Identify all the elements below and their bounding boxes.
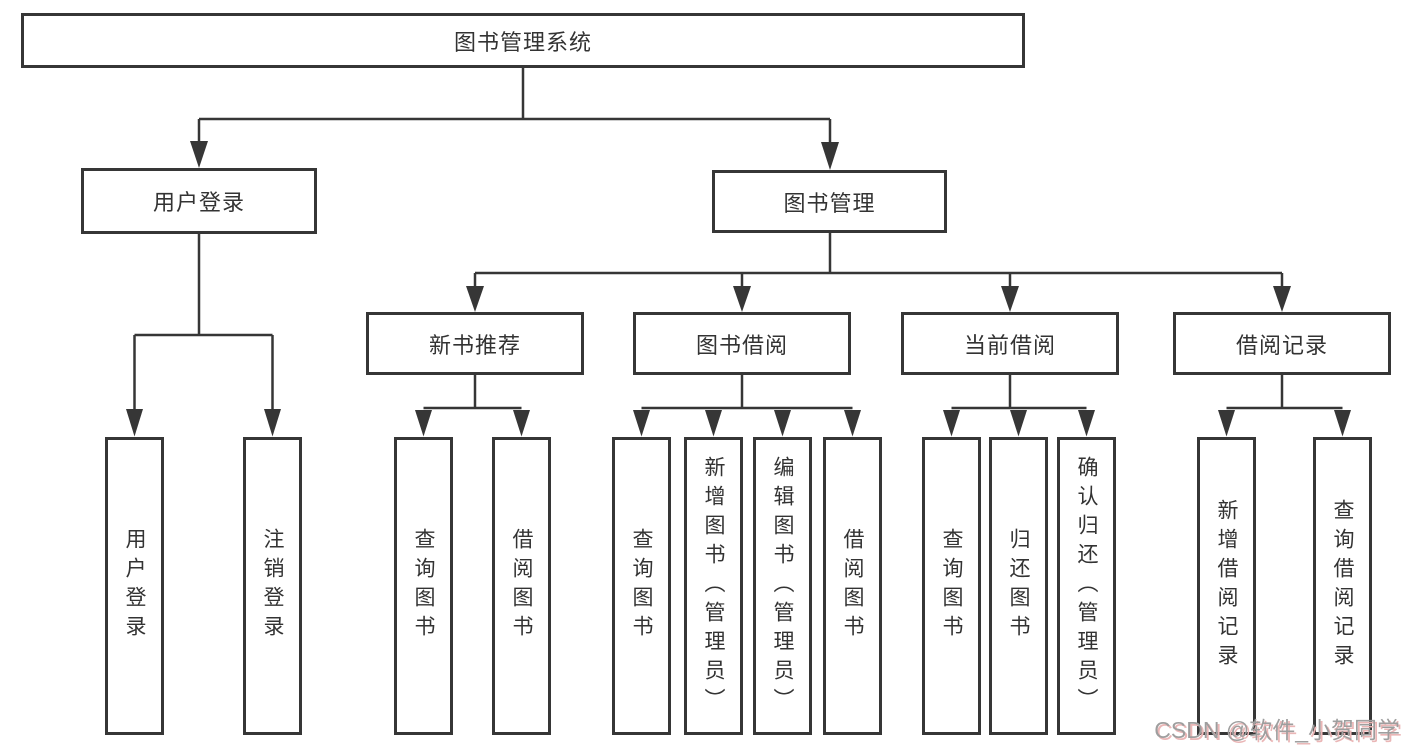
node-system-root: 图书管理系统 <box>21 13 1025 68</box>
leaf-user-login: 用户登录 <box>105 437 164 735</box>
csdn-watermark: CSDN @软件_小贺同学 <box>1154 717 1400 743</box>
leaf-borrow-book: 借阅图书 <box>823 437 882 735</box>
leaf-query-book: 查询图书 <box>394 437 453 735</box>
leaf-query-book: 查询图书 <box>612 437 671 735</box>
leaf-label: 新增借阅记录 <box>1215 499 1238 673</box>
leaf-label: 编辑图书（管理员） <box>771 455 794 717</box>
leaf-add-book-admin: 新增图书（管理员） <box>684 437 743 735</box>
leaf-label: 新增图书（管理员） <box>702 455 725 717</box>
node-new-book-recommend: 新书推荐 <box>366 312 584 375</box>
node-label: 新书推荐 <box>428 332 521 358</box>
leaf-label: 查询图书 <box>412 528 435 644</box>
leaf-logout: 注销登录 <box>243 437 302 735</box>
node-label: 当前借阅 <box>963 332 1056 358</box>
leaf-label: 查询图书 <box>940 528 963 644</box>
leaf-label: 归还图书 <box>1007 528 1030 644</box>
node-book-management: 图书管理 <box>712 170 947 233</box>
node-user-login: 用户登录 <box>81 168 317 234</box>
node-borrow-records: 借阅记录 <box>1173 312 1391 375</box>
leaf-borrow-book: 借阅图书 <box>492 437 551 735</box>
arrowheads <box>126 141 1351 437</box>
leaf-label: 查询借阅记录 <box>1331 499 1354 673</box>
leaf-return-book: 归还图书 <box>989 437 1048 735</box>
node-label: 用户登录 <box>152 190 245 215</box>
node-book-borrow: 图书借阅 <box>633 312 851 375</box>
leaf-label: 用户登录 <box>123 528 146 644</box>
leaf-label: 借阅图书 <box>841 528 864 644</box>
leaf-confirm-return-admin: 确认归还（管理员） <box>1057 437 1116 735</box>
node-label: 借阅记录 <box>1235 332 1328 358</box>
node-current-borrow: 当前借阅 <box>901 312 1119 375</box>
node-label: 图书管理系统 <box>453 29 592 55</box>
leaf-add-borrow-record: 新增借阅记录 <box>1197 437 1256 735</box>
leaf-label: 确认归还（管理员） <box>1075 455 1098 717</box>
leaf-edit-book-admin: 编辑图书（管理员） <box>753 437 812 735</box>
leaf-label: 借阅图书 <box>510 528 533 644</box>
leaf-label: 注销登录 <box>261 528 284 644</box>
node-label: 图书借阅 <box>695 332 788 358</box>
node-label: 图书管理 <box>783 190 876 216</box>
leaf-query-book: 查询图书 <box>922 437 981 735</box>
leaf-label: 查询图书 <box>630 528 653 644</box>
leaf-query-borrow-record: 查询借阅记录 <box>1313 437 1372 735</box>
